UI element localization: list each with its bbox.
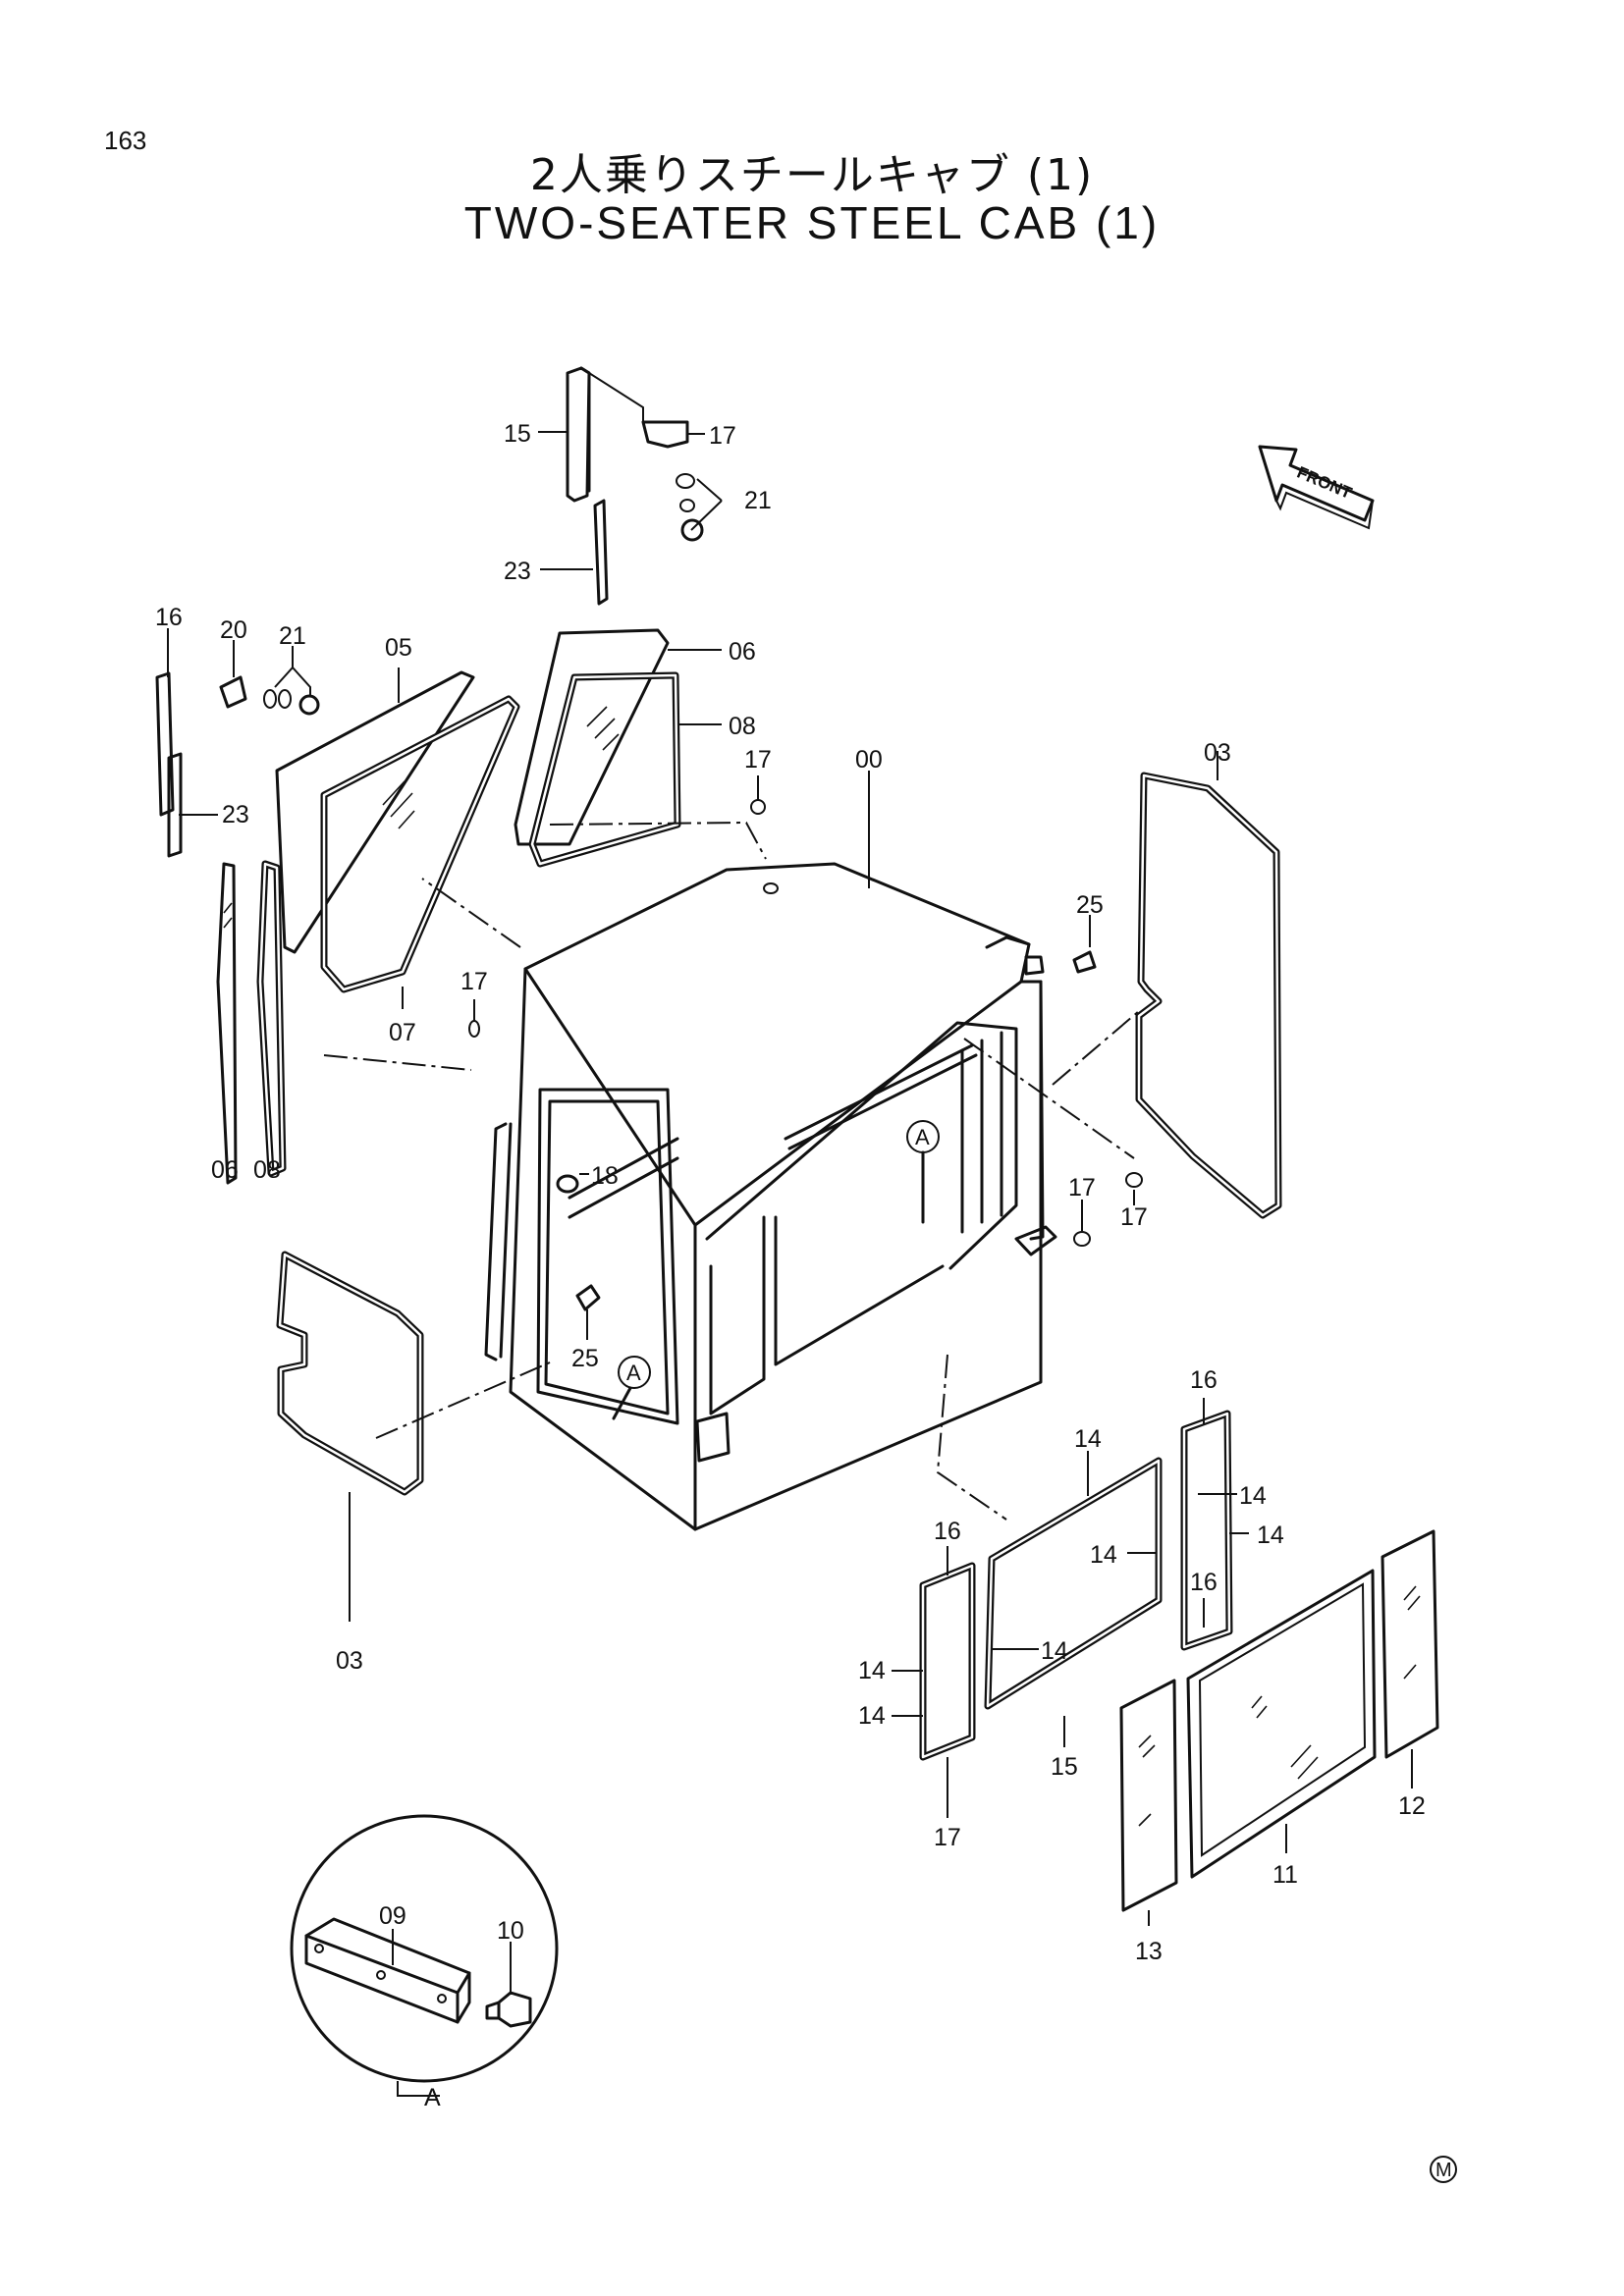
svg-text:M: M <box>1435 2160 1452 2181</box>
page-number: 163 <box>104 126 147 155</box>
callout-05: 05 <box>385 634 412 662</box>
callout-13: 13 <box>1135 1938 1163 1965</box>
detail-view-a: A <box>290 1814 559 2111</box>
slide-rail-left <box>155 671 183 858</box>
callout-14-mid: 14 <box>1090 1541 1117 1569</box>
upper-side-window-gasket <box>528 671 681 868</box>
title-japanese: 2人乗りスチールキャブ (1) <box>529 150 1095 200</box>
callout-07: 07 <box>389 1019 416 1046</box>
door-gasket-right <box>1135 772 1282 1219</box>
callout-11: 11 <box>1272 1861 1298 1889</box>
callout-16-top: 16 <box>1190 1366 1218 1394</box>
callout-17-right: 17 <box>1120 1203 1148 1231</box>
callout-18: 18 <box>591 1162 619 1190</box>
callout-03-right: 03 <box>1204 739 1231 767</box>
callout-20: 20 <box>220 616 247 644</box>
callout-21: 21 <box>744 487 772 514</box>
callout-14-right2: 14 <box>1257 1522 1284 1549</box>
front-gasket-small-left <box>919 1562 976 1761</box>
detail-label: A <box>424 2084 441 2111</box>
callout-03-left: 03 <box>336 1647 363 1675</box>
front-gasket-small-right <box>1180 1410 1233 1651</box>
front-label: FRONT <box>1294 463 1355 504</box>
callout-17-top: 17 <box>744 746 772 774</box>
callout-14-inner: 14 <box>1041 1637 1068 1665</box>
lower-side-window-gasket <box>256 860 287 1177</box>
door-gasket-left <box>276 1251 424 1496</box>
washer-bolt-21-upper <box>676 473 704 542</box>
callout-14-top: 14 <box>1074 1425 1102 1453</box>
cab-body <box>484 862 1057 1531</box>
upper-side-window-glass <box>514 628 670 846</box>
callout-17-mid: 17 <box>1068 1174 1096 1201</box>
callout-19: 17 <box>709 422 736 450</box>
callout-14-right1: 14 <box>1239 1482 1267 1510</box>
lower-window-glass-11 <box>1186 1569 1377 1879</box>
cushion-25 <box>575 950 1097 1311</box>
callout-15: 15 <box>1051 1753 1078 1781</box>
callout-16-mid: 16 <box>1190 1569 1218 1596</box>
callout-25-right: 25 <box>1076 891 1104 919</box>
callout-23-left: 23 <box>222 801 249 828</box>
callout-00: 00 <box>855 746 883 774</box>
callout-17-left: 17 <box>460 968 488 995</box>
view-mark-a-left: A <box>612 1356 651 1420</box>
callout-06: 06 <box>729 638 756 666</box>
svg-text:A: A <box>915 1125 930 1149</box>
callout-06-lower: 06 <box>211 1156 239 1184</box>
marker-m: M <box>1430 2156 1457 2183</box>
callout-25-left: 25 <box>571 1345 599 1372</box>
callout-23: 23 <box>504 558 531 585</box>
callout-09: 09 <box>379 1902 406 1930</box>
callout-22: 15 <box>504 420 531 448</box>
callout-22-left: 16 <box>155 604 183 631</box>
rear-window-glass <box>275 670 475 954</box>
callout-14-left2: 14 <box>858 1702 886 1730</box>
callout-10: 10 <box>497 1917 524 1945</box>
rear-window-gasket <box>320 695 520 993</box>
bracket-19 <box>641 420 689 449</box>
callouts: 15 17 21 23 16 20 21 23 05 06 08 17 00 0… <box>155 372 1426 1993</box>
front-direction-arrow: FRONT <box>1258 445 1375 530</box>
callout-16-left: 16 <box>934 1518 961 1545</box>
latch-20 <box>219 675 247 709</box>
callout-12: 12 <box>1398 1792 1426 1820</box>
window-glass-13 <box>1119 1679 1178 1912</box>
title-english: TWO-SEATER STEEL CAB (1) <box>463 197 1161 248</box>
view-mark-a-right: A <box>906 1120 940 1224</box>
washer-bolt-21-left <box>263 689 320 716</box>
svg-text:A: A <box>626 1361 641 1385</box>
callout-08-lower: 08 <box>253 1156 281 1184</box>
callout-14-left1: 14 <box>858 1657 886 1684</box>
lower-side-window-glass <box>216 862 238 1185</box>
stopper-18 <box>556 1174 579 1194</box>
window-glass-12 <box>1380 1529 1439 1759</box>
callout-16-bottom: 17 <box>934 1824 961 1851</box>
callout-21-left: 21 <box>279 622 306 650</box>
callout-08: 08 <box>729 713 756 740</box>
front-gasket-upper <box>984 1457 1163 1710</box>
